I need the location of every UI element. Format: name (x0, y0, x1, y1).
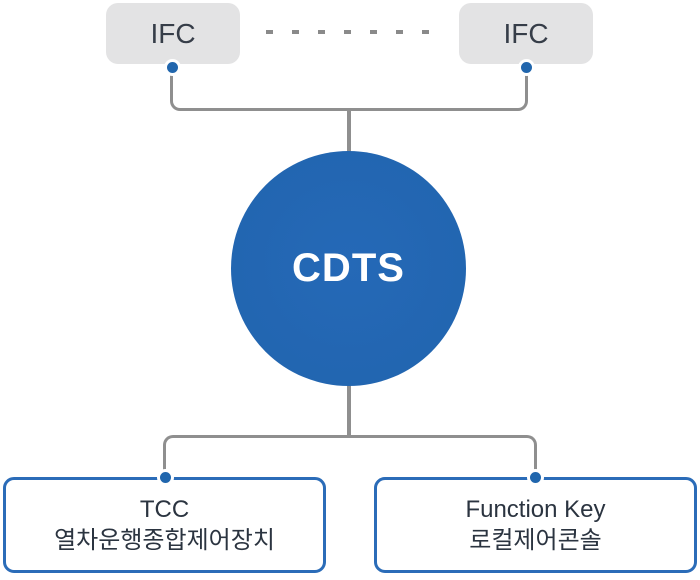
connection-dot-icon (156, 468, 174, 486)
tcc-node-title: TCC (139, 496, 190, 523)
connection-dot-icon (163, 58, 181, 76)
connection-dot-icon (526, 468, 544, 486)
connector-stem-top (347, 108, 351, 153)
connector-stem-bottom (347, 384, 351, 438)
ifc-node-right: IFC (459, 3, 593, 64)
function-key-node-subtitle: 로컬제어콘솔 (469, 527, 602, 554)
tcc-node: TCC 열차운행종합제어장치 (3, 477, 326, 573)
function-key-node-title: Function Key (465, 496, 606, 523)
tcc-node-subtitle: 열차운행종합제어장치 (54, 527, 275, 554)
ifc-node-right-label: IFC (503, 17, 549, 49)
ifc-node-left: IFC (106, 3, 240, 64)
cdts-node-label: CDTS (292, 246, 405, 290)
function-key-node: Function Key 로컬제어콘솔 (374, 477, 697, 573)
dashed-link-line (266, 30, 438, 34)
connection-dot-icon (517, 58, 535, 76)
connector-bottom-bracket (163, 435, 537, 477)
connector-top-bracket (170, 66, 528, 111)
ifc-node-left-label: IFC (150, 17, 196, 49)
cdts-node: CDTS (231, 151, 466, 386)
